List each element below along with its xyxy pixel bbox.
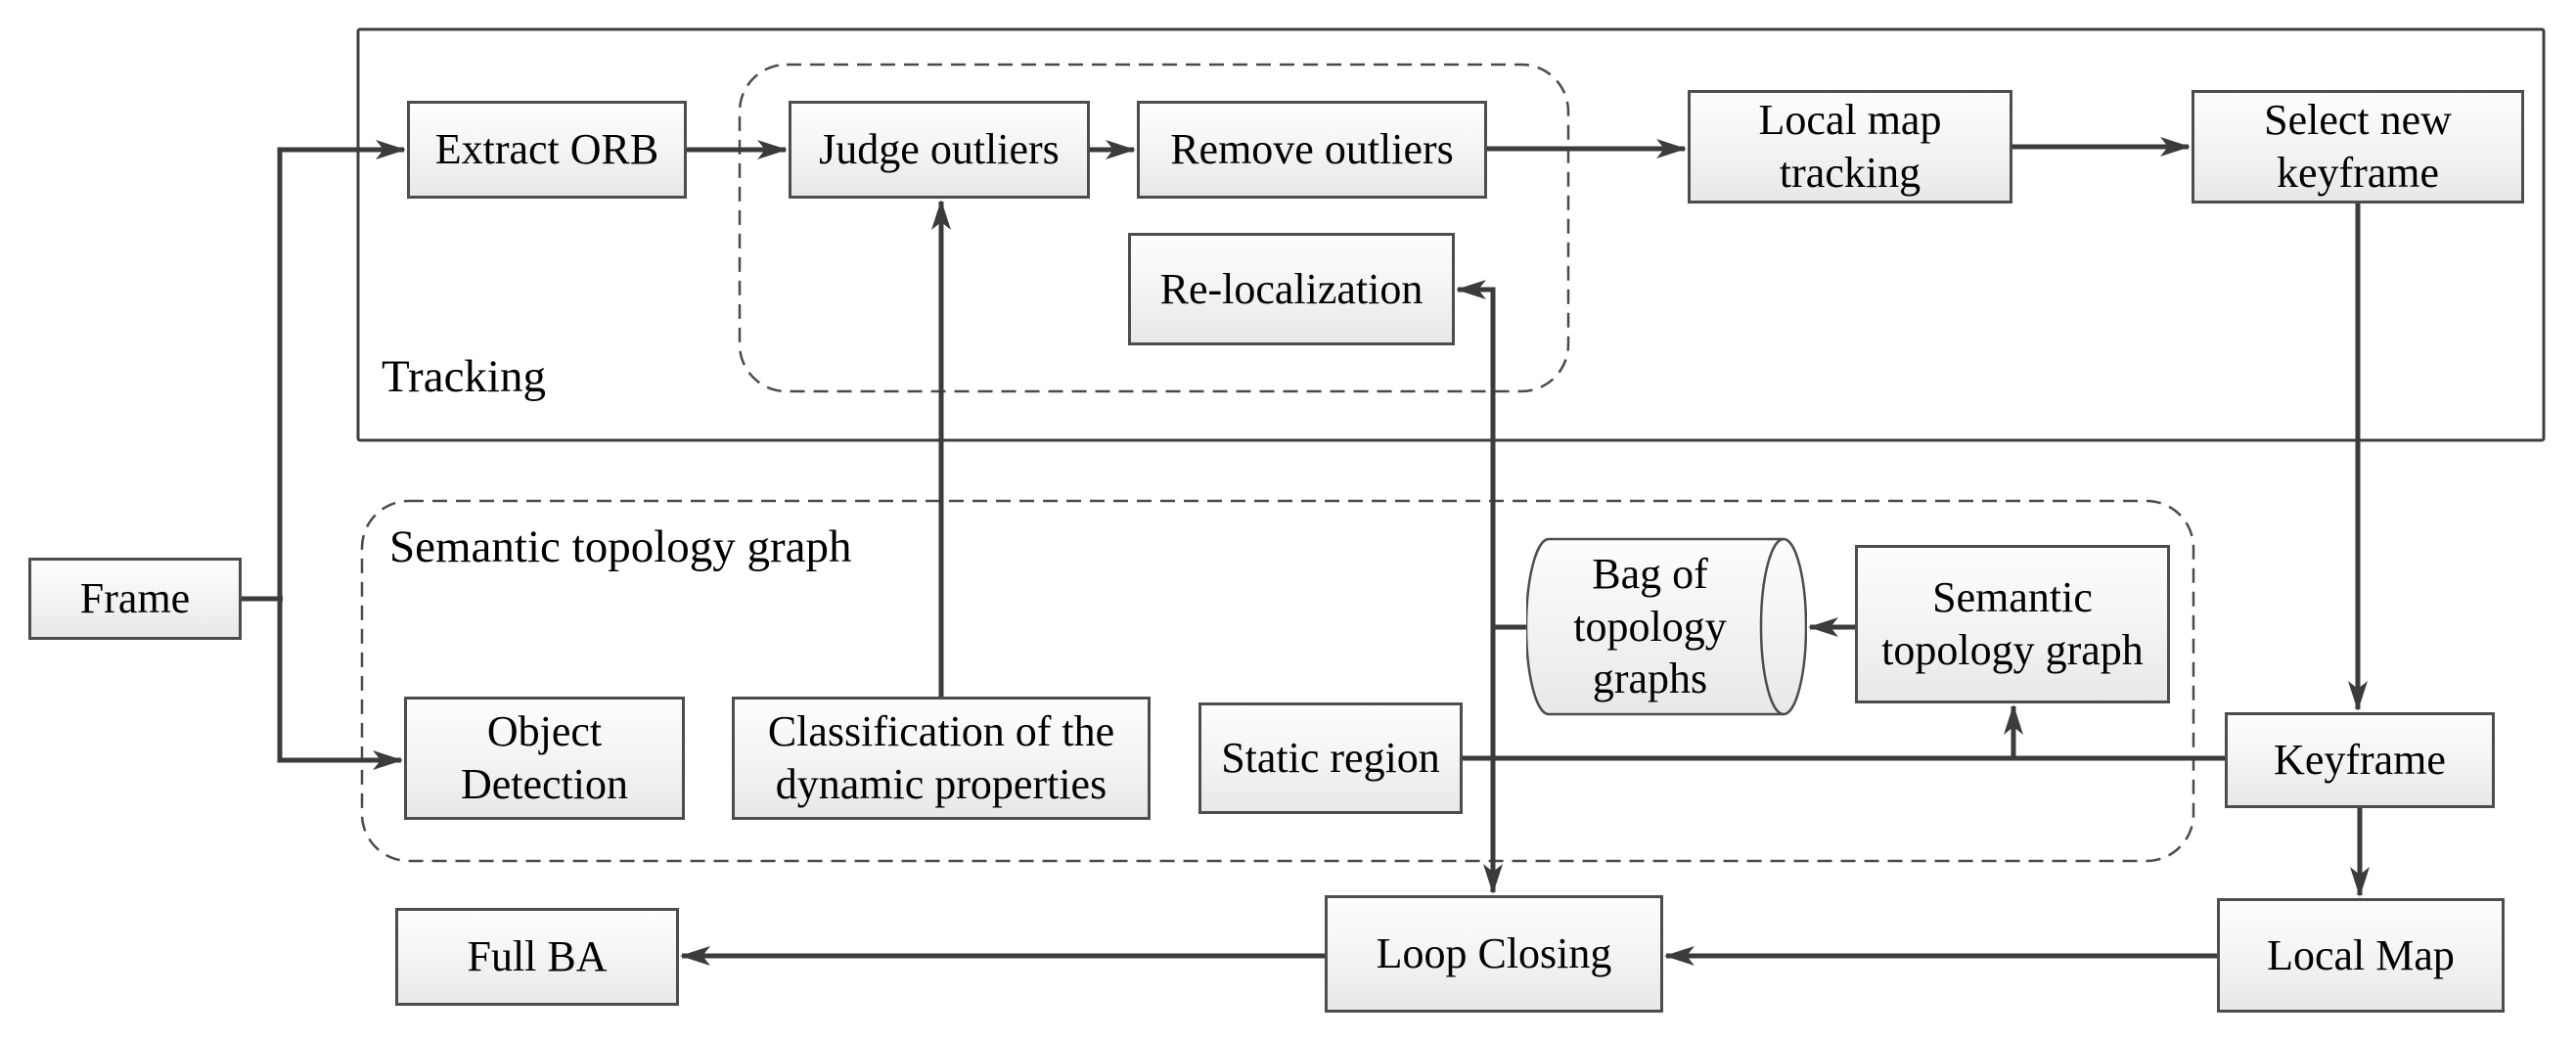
edge-junction-to-extract-orb bbox=[277, 140, 406, 599]
container-tracking-inner-dashed bbox=[738, 63, 1570, 393]
container-semantic-module bbox=[360, 499, 2195, 863]
edge-junction-to-re-localization bbox=[1456, 280, 1496, 627]
edge-junction-to-object-detection bbox=[277, 599, 403, 770]
container-tracking-module bbox=[356, 27, 2546, 442]
